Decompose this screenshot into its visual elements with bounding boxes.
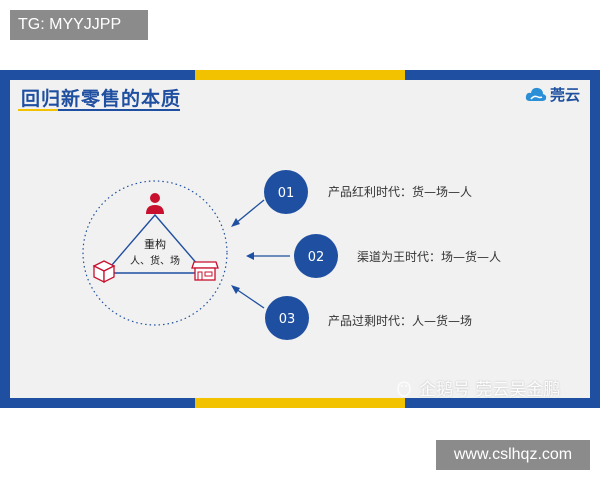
number-circle-02 xyxy=(294,234,338,278)
logo-text: 莞云 xyxy=(550,85,581,104)
statement-02: 渠道为王时代：场—货—人 xyxy=(357,250,502,264)
dotted-circle xyxy=(82,180,228,326)
bottom-tag: www.cslhqz.com xyxy=(436,440,590,470)
arrow-01 xyxy=(231,199,265,227)
number-circle-01 xyxy=(264,170,308,214)
statement-01: 产品红利时代：货—场—人 xyxy=(328,185,473,199)
box-icon xyxy=(92,260,116,284)
arrow-02 xyxy=(246,252,290,260)
title-underline-accent xyxy=(18,109,58,111)
penguin-icon xyxy=(397,380,411,397)
slide-accent-top xyxy=(195,70,405,80)
arrow-03 xyxy=(231,285,265,309)
triangle xyxy=(103,213,207,274)
cloud-logo-icon xyxy=(525,87,547,101)
watermark-text: 企鹅号 莞云吴金鹏 xyxy=(419,380,561,400)
slide-accent-bottom xyxy=(195,398,405,408)
number-label-01: 01 xyxy=(278,186,295,201)
slide-content xyxy=(10,80,590,398)
logo: 莞云 xyxy=(525,82,580,106)
watermark: 企鹅号 莞云吴金鹏 xyxy=(395,375,560,400)
center-title: 重构 xyxy=(144,237,166,251)
statement-03: 产品过剩时代：人—货—场 xyxy=(328,314,473,328)
top-tag: TG: MYYJJPP xyxy=(10,10,148,40)
number-circle-03 xyxy=(265,296,309,340)
center-subtitle: 人、货、场 xyxy=(130,254,180,267)
number-label-02: 02 xyxy=(308,250,325,265)
title-underline xyxy=(18,109,180,111)
person-icon xyxy=(146,193,164,214)
store-icon xyxy=(191,261,219,281)
number-label-03: 03 xyxy=(279,312,296,327)
slide-title: 回归新零售的本质 xyxy=(21,88,182,110)
